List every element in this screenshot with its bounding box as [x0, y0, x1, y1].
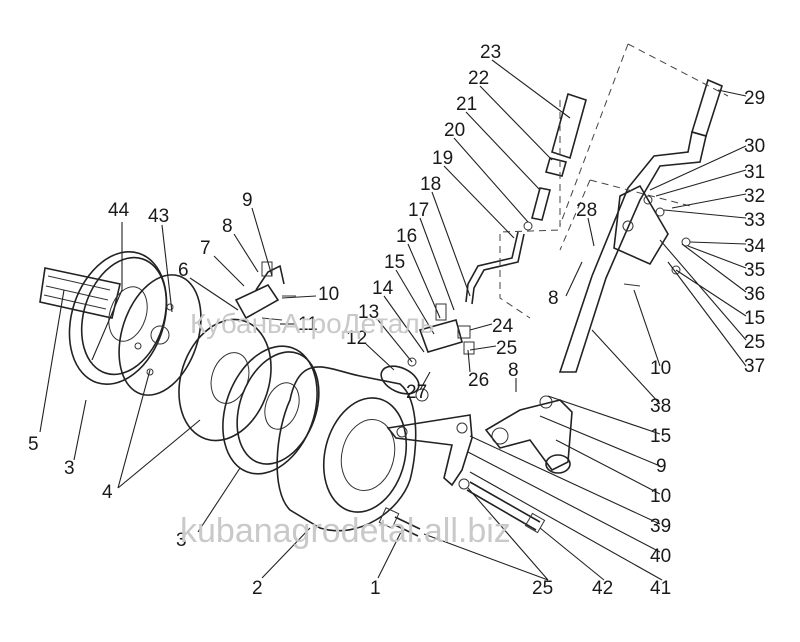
dashed-guide-handle — [499, 100, 561, 319]
callout-25-lower: 25 — [532, 578, 553, 599]
callout-29: 29 — [744, 88, 765, 109]
callout-44: 44 — [108, 200, 130, 221]
callout-2: 2 — [252, 578, 263, 599]
callout-21: 21 — [456, 94, 477, 115]
callout-16: 16 — [396, 226, 417, 247]
callout-31: 31 — [744, 162, 765, 183]
dashed-guide-bracket — [559, 179, 691, 251]
callout-43: 43 — [148, 206, 169, 227]
callout-labels: 5 44 43 9 8 7 6 10 11 3 4 4 3 2 1 25 42 … — [28, 42, 766, 599]
callout-4-left: 4 — [102, 482, 113, 503]
callout-24: 24 — [492, 316, 514, 337]
pedal-lever — [484, 395, 573, 474]
leader-lines — [39, 59, 747, 581]
dashed-guide-lever — [559, 43, 729, 226]
callout-15-valve: 15 — [384, 252, 405, 273]
callout-5: 5 — [28, 434, 39, 455]
callout-17: 17 — [408, 200, 429, 221]
shaft-part — [39, 267, 121, 319]
callout-7: 7 — [200, 238, 211, 259]
callout-20: 20 — [444, 120, 465, 141]
callout-36: 36 — [744, 284, 765, 305]
callout-41: 41 — [650, 578, 671, 599]
callout-10: 10 — [318, 284, 339, 305]
callout-35: 35 — [744, 260, 765, 281]
brake-housing — [276, 366, 417, 532]
callout-8-lever: 8 — [548, 288, 559, 309]
pressure-disc-outer — [118, 274, 202, 396]
callout-10-pedal: 10 — [650, 486, 671, 507]
callout-14: 14 — [372, 278, 394, 299]
callout-25-valve: 25 — [496, 338, 517, 359]
callout-32: 32 — [744, 186, 765, 207]
callout-8-small: 8 — [508, 360, 519, 381]
callout-25-bracket: 25 — [744, 332, 765, 353]
brake-disc-left — [68, 250, 168, 386]
control-rod — [465, 231, 525, 305]
callout-40: 40 — [650, 546, 671, 567]
bracket-part — [386, 414, 473, 487]
callout-30: 30 — [744, 136, 765, 157]
callout-33: 33 — [744, 210, 765, 231]
callout-1: 1 — [370, 578, 381, 599]
callout-12: 12 — [346, 328, 367, 349]
watermark-top: КубаньАгроДеталь — [190, 308, 434, 339]
callout-27: 27 — [406, 382, 427, 403]
callout-15-bracket: 15 — [744, 308, 765, 329]
callout-9-pedal: 9 — [656, 456, 667, 477]
callout-3: 3 — [64, 458, 75, 479]
callout-26: 26 — [468, 370, 489, 391]
fitting-cluster — [380, 357, 429, 402]
callout-28: 28 — [576, 200, 597, 221]
callout-6: 6 — [178, 260, 189, 281]
callout-13: 13 — [358, 302, 379, 323]
watermark-bottom: kubanagrodetal.all.biz — [180, 512, 511, 550]
callout-34: 34 — [744, 236, 766, 257]
callout-11: 11 — [298, 314, 318, 335]
callout-15-pedal: 15 — [650, 426, 671, 447]
callout-18: 18 — [420, 174, 441, 195]
callout-38: 38 — [650, 396, 671, 417]
left-linkage — [234, 261, 296, 321]
callout-8: 8 — [222, 216, 233, 237]
main-lever — [558, 78, 723, 373]
callout-22: 22 — [468, 68, 489, 89]
callout-19: 19 — [432, 148, 453, 169]
right-bracket — [613, 184, 691, 287]
callout-23: 23 — [480, 42, 501, 63]
callout-39: 39 — [650, 516, 671, 537]
handle-upper — [523, 92, 587, 231]
callout-42: 42 — [592, 578, 613, 599]
callout-9: 9 — [242, 190, 253, 211]
long-bolt-lower — [378, 507, 421, 537]
long-bolt-right — [458, 478, 546, 534]
callout-3-lower: 3 — [176, 530, 187, 551]
brake-disc-right — [222, 345, 320, 475]
callout-10-lever: 10 — [650, 358, 671, 379]
central-valve — [418, 303, 475, 355]
callout-37: 37 — [744, 356, 765, 377]
